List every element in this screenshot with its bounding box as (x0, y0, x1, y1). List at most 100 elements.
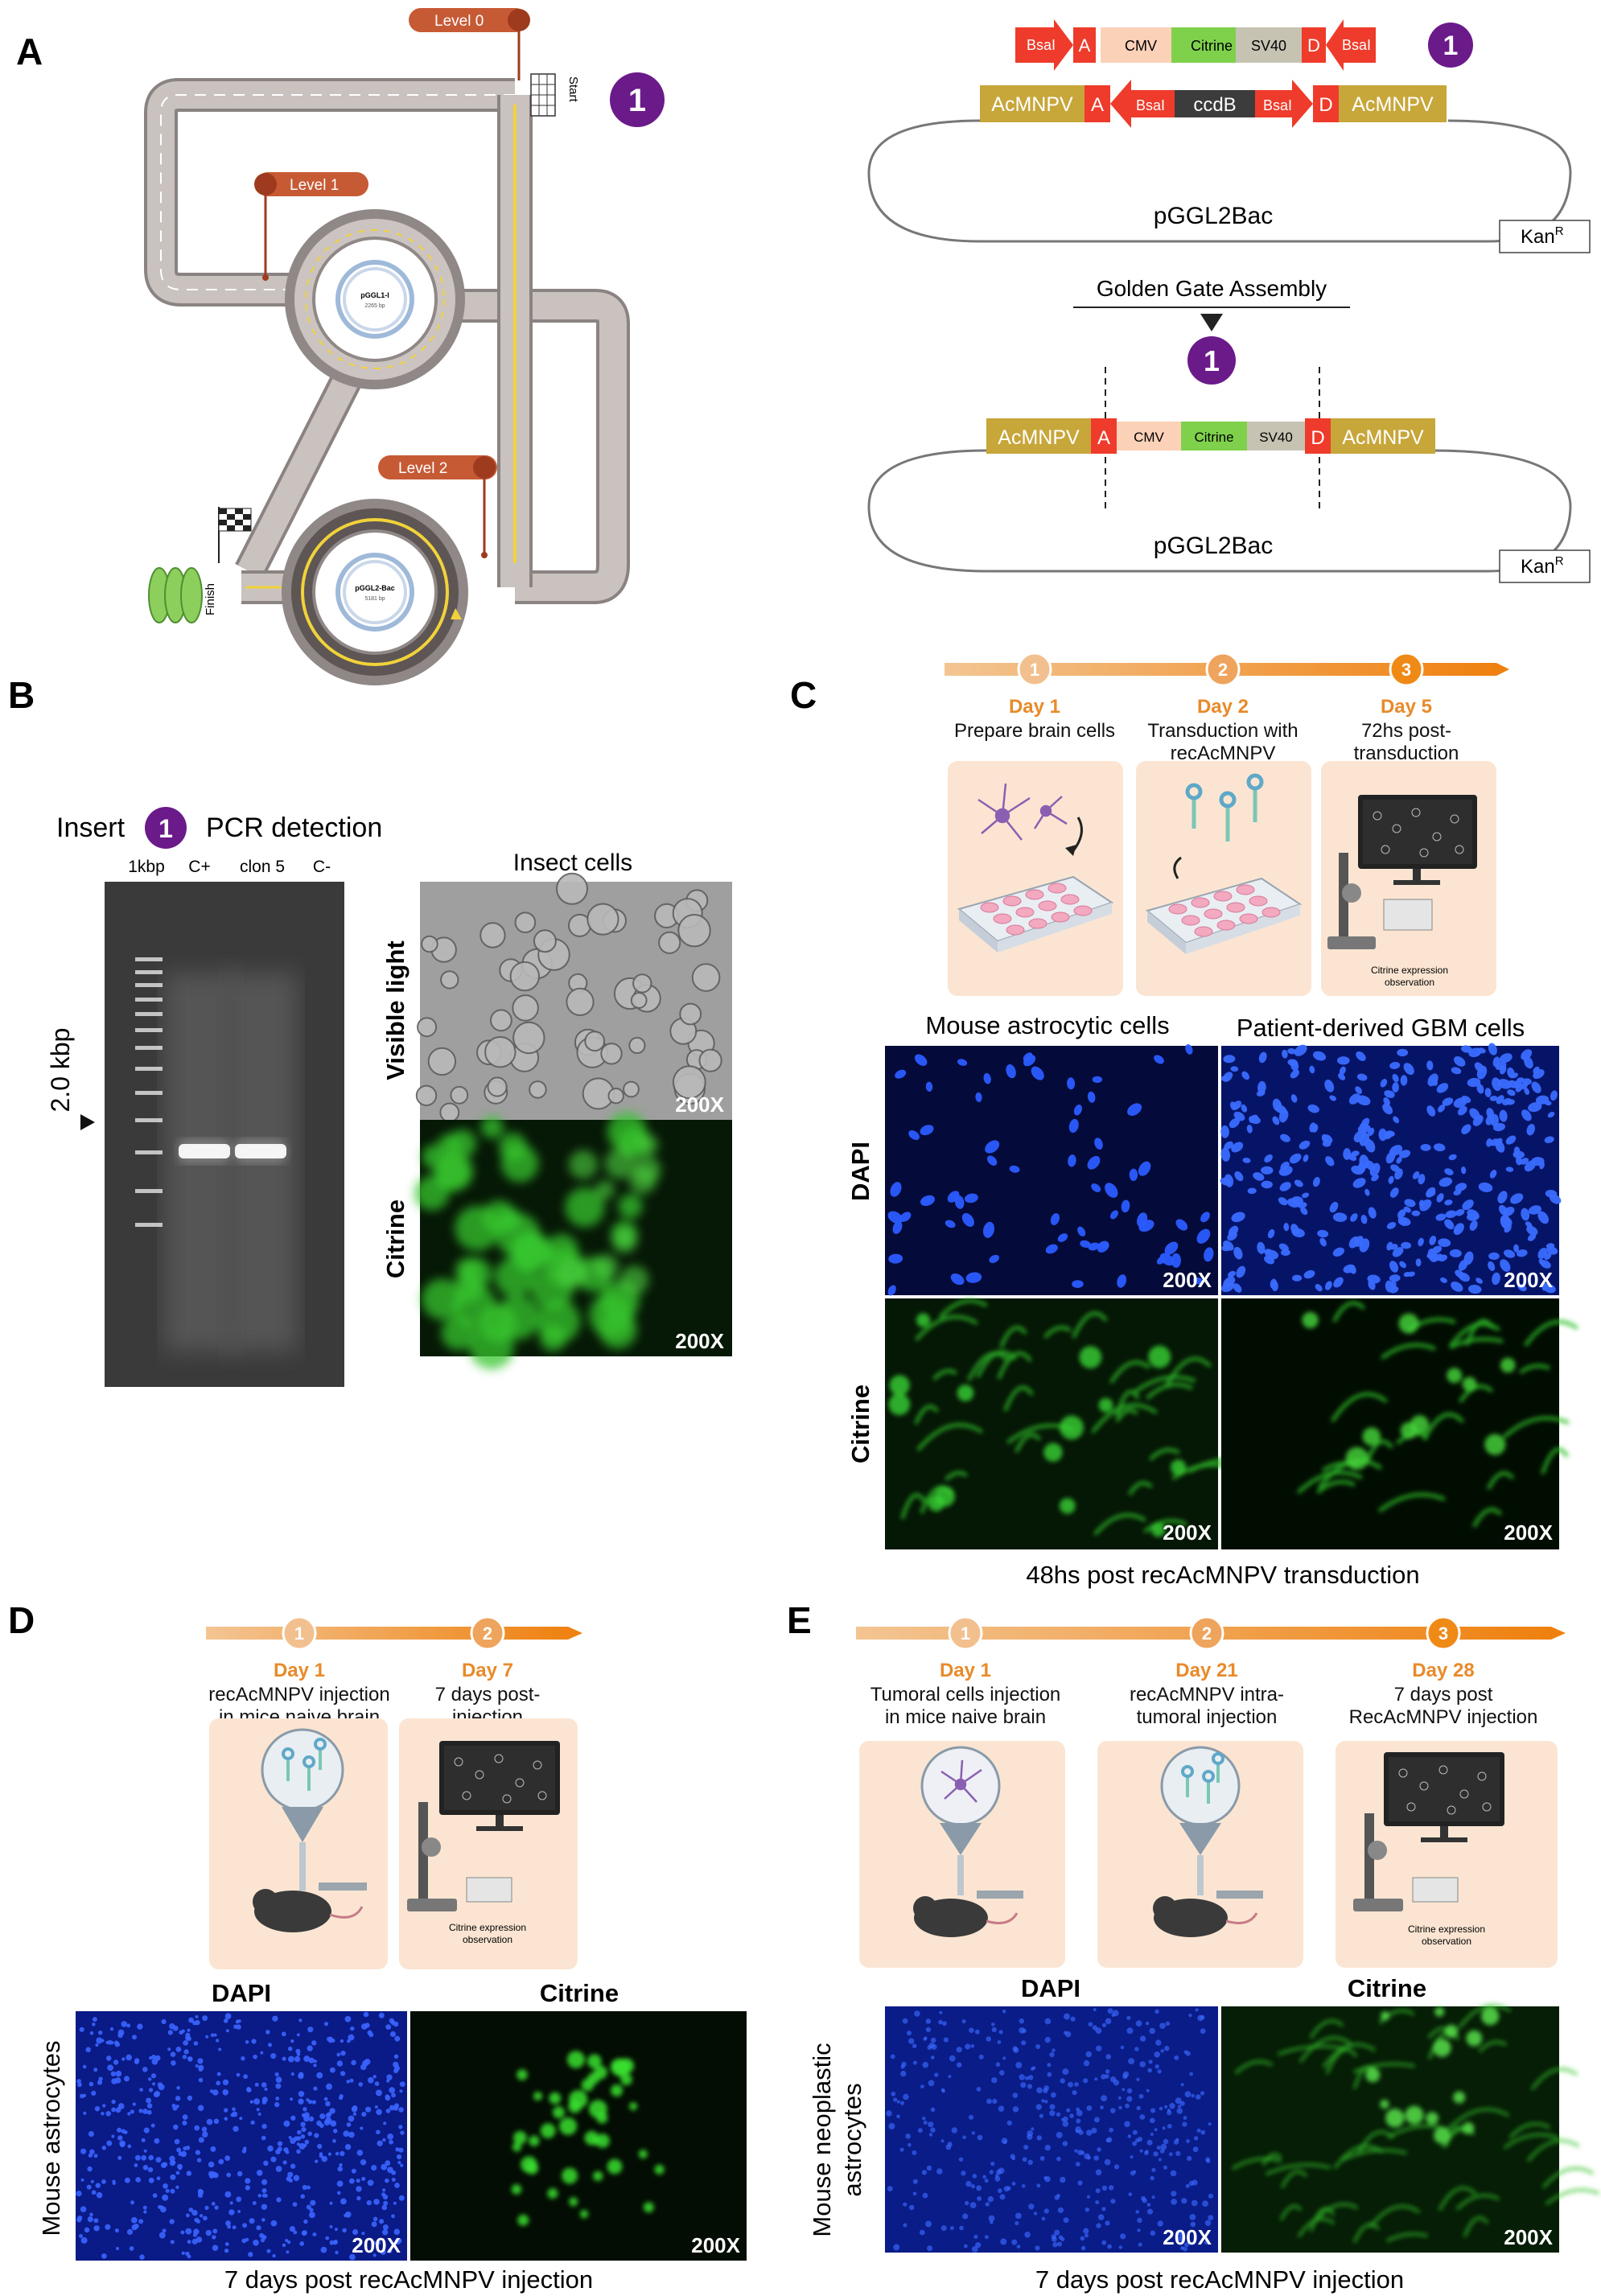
cell-mark (115, 2246, 120, 2251)
cell-mark (912, 2150, 917, 2155)
cell-mark (1047, 2072, 1052, 2077)
kanr-bottom: KanR (1521, 554, 1564, 578)
cell-mark (925, 1081, 933, 1092)
cell-mark (566, 987, 595, 1017)
cell-mark (698, 1048, 722, 1072)
cell-mark (1169, 2103, 1175, 2109)
cell-mark (323, 2096, 328, 2101)
cell-mark (1164, 2046, 1170, 2051)
cell-mark (92, 2017, 97, 2022)
cell-mark (942, 2021, 947, 2026)
cell-mark (93, 2068, 98, 2072)
svg-text:clon 5: clon 5 (240, 858, 285, 876)
cell-mark (1159, 1253, 1175, 1266)
cell-process-mark (1310, 2019, 1344, 2039)
cell-mark (270, 2220, 278, 2227)
cell-mark (965, 1272, 982, 1283)
cell-mark (1146, 2088, 1150, 2092)
cell-mark (1220, 1147, 1231, 1162)
cell-mark (398, 2107, 404, 2113)
cell-mark (143, 2210, 147, 2214)
cell-mark (1084, 2208, 1090, 2212)
cell-mark (202, 2131, 208, 2138)
cell-mark (1009, 1165, 1020, 1173)
cell-mark (1283, 1223, 1290, 1232)
cell-mark (1153, 2151, 1159, 2157)
cell-mark (889, 1375, 910, 1396)
cell-mark (1224, 1141, 1233, 1150)
cell-mark (393, 2201, 397, 2205)
cell-mark (1489, 1096, 1498, 1101)
kanr-top: KanR (1521, 224, 1564, 248)
cell-mark (1189, 2072, 1193, 2076)
cell-mark (1453, 2091, 1466, 2104)
cell-mark (1229, 1117, 1241, 1129)
cell-mark (298, 2142, 306, 2150)
cell-mark (1175, 1219, 1188, 1231)
cell-mark (1080, 2236, 1085, 2241)
cell-mark (1221, 1245, 1231, 1252)
cell-mark (82, 2093, 87, 2098)
cell-mark (1398, 1313, 1419, 1334)
cell-mark (295, 2048, 301, 2054)
cell-mark (1365, 2068, 1381, 2083)
cell-mark (205, 2229, 212, 2236)
cell-mark (927, 2245, 933, 2252)
cell-mark (922, 2061, 929, 2068)
cell-mark (912, 2060, 917, 2065)
cell-mark (327, 2112, 332, 2117)
cell-mark (1192, 2146, 1199, 2153)
cell-mark (1003, 2140, 1007, 2145)
cell-mark (974, 2029, 980, 2035)
cell-mark (232, 2107, 236, 2112)
cell-mark (1013, 2047, 1019, 2054)
cell-mark (236, 2072, 241, 2077)
cell-mark (298, 2098, 304, 2105)
cell-mark (1057, 2241, 1063, 2247)
cell-mark (1356, 1073, 1368, 1081)
cell-mark (389, 2018, 394, 2023)
cell-mark (337, 2166, 344, 2172)
cell-mark (1036, 2087, 1043, 2094)
cell-mark (139, 2088, 144, 2092)
cell-mark (138, 2219, 144, 2224)
cell-mark (1003, 2186, 1010, 2192)
cell-mark (356, 2179, 360, 2183)
cell-mark (112, 2181, 116, 2185)
cell-mark (261, 2218, 265, 2222)
cell-mark (940, 2139, 945, 2143)
cell-mark (1027, 2130, 1034, 2137)
cell-mark (1241, 1071, 1250, 1080)
cell-mark (1146, 2203, 1151, 2208)
svg-text:PCR detection: PCR detection (206, 813, 382, 843)
cell-mark (1076, 2118, 1081, 2124)
cell-mark (290, 2072, 294, 2076)
cell-mark (1176, 2108, 1183, 2114)
cell-mark (620, 2073, 632, 2086)
cell-mark (1312, 1176, 1320, 1187)
cell-mark (1455, 1269, 1464, 1278)
cell-mark (1389, 1062, 1401, 1069)
cell-mark (1062, 2141, 1068, 2146)
cell-mark (1150, 2108, 1156, 2113)
micrograph-c-dapi-astro: 200X (885, 1043, 1218, 1296)
cell-mark (552, 2106, 565, 2119)
cell-mark (930, 2107, 936, 2113)
timeline-step-text: Transduction with (1147, 720, 1298, 742)
timeline-step-number: 2 (1202, 1623, 1212, 1644)
cell-mark (272, 2253, 276, 2258)
cell-mark (360, 2064, 367, 2071)
cell-mark (304, 2139, 310, 2145)
finish-flag-icon: Finish (204, 507, 252, 615)
cell-mark (306, 2204, 311, 2210)
cell-mark (287, 2046, 293, 2051)
cell-mark (1337, 1056, 1350, 1065)
cell-mark (152, 2082, 156, 2086)
cell-mark (101, 2253, 107, 2259)
cell-mark (243, 2074, 248, 2080)
timeline-step-number: 3 (1401, 660, 1411, 680)
cell-mark (994, 2175, 1001, 2182)
cell-mark (1403, 1063, 1414, 1076)
cell-mark (490, 1009, 512, 1032)
